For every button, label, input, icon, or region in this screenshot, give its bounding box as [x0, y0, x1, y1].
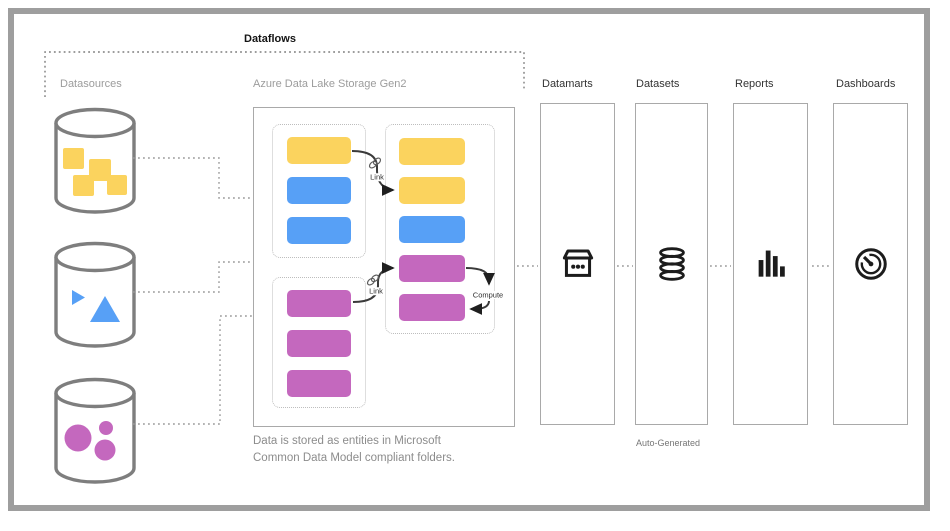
datasource-cylinder-circles-icon [54, 377, 136, 484]
datasource-cylinder-triangles-icon [54, 241, 136, 348]
link-annotation-1: Link [369, 172, 385, 182]
auto-generated-note: Auto-Generated [636, 438, 701, 448]
yellow-entity [399, 138, 465, 165]
blue-entity [287, 217, 351, 244]
yellow-entity [399, 177, 465, 204]
magenta-entity [399, 294, 465, 321]
magenta-entity [287, 330, 351, 357]
compute-annotation: Compute [471, 290, 505, 300]
cdm-caption: Data is stored as entities in Microsoft … [253, 435, 455, 464]
magenta-entity [399, 255, 465, 282]
dataflow-entities-group-bottom [272, 277, 366, 408]
yellow-entity [287, 137, 351, 164]
stage-label-datamarts: Datamarts [542, 78, 593, 90]
datasources-column-label: Datasources [60, 78, 122, 90]
dataflows-group-label: Dataflows [244, 33, 296, 45]
datasource-cylinder-squares-icon [54, 107, 136, 214]
adls-column-label: Azure Data Lake Storage Gen2 [253, 78, 407, 90]
datasets-box [635, 103, 708, 425]
reports-box [733, 103, 808, 425]
stage-label-reports: Reports [735, 78, 774, 90]
stage-label-datasets: Datasets [636, 78, 680, 90]
dataflow-entities-group-top [272, 124, 366, 258]
link-annotation-2: Link [368, 286, 384, 296]
datamarts-box [540, 103, 615, 425]
blue-entity [399, 216, 465, 243]
dataset-icon [636, 245, 707, 283]
magenta-entity [287, 290, 351, 317]
report-icon [734, 245, 807, 283]
datamart-icon [541, 245, 614, 283]
magenta-entity [287, 370, 351, 397]
stage-label-dashboards: Dashboards [836, 78, 896, 90]
dashboards-box [833, 103, 908, 425]
blue-entity [287, 177, 351, 204]
dashboard-icon [834, 245, 907, 283]
linked-entities-group [385, 124, 495, 334]
